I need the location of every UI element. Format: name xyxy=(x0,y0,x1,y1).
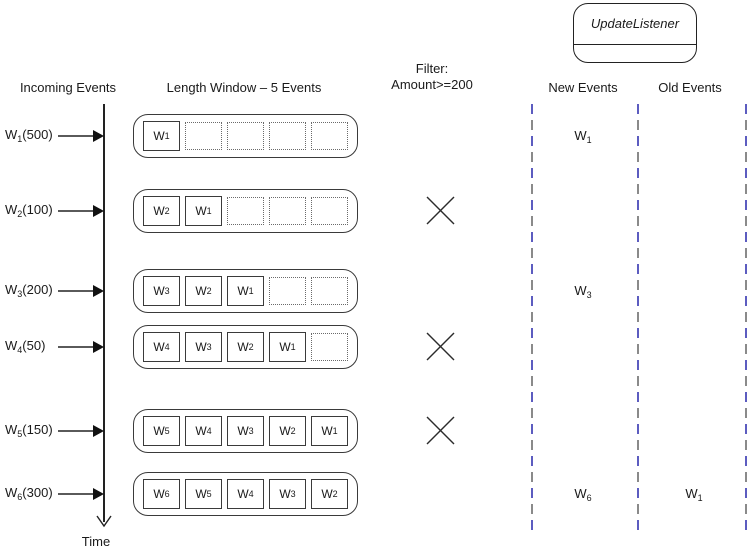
event-arrow-right-icon xyxy=(93,488,104,500)
window-slot-empty xyxy=(269,122,306,150)
update-listener-box: UpdateListener xyxy=(573,3,697,63)
update-listener-title: UpdateListener xyxy=(590,16,680,31)
filter-reject-x-icon xyxy=(424,194,457,227)
incoming-event-label: W5(150) xyxy=(5,422,53,439)
event-arrow-right-icon xyxy=(93,285,104,297)
dashed-separator-new-events xyxy=(531,104,533,530)
window-slot-empty xyxy=(185,122,222,150)
time-axis-label: Time xyxy=(81,534,111,549)
incoming-event-label: W3(200) xyxy=(5,282,53,299)
incoming-event-label: W6(300) xyxy=(5,485,53,502)
window-slot-empty xyxy=(269,197,306,225)
window-slot-empty xyxy=(269,277,306,305)
incoming-event-label: W1(500) xyxy=(5,127,53,144)
filter-reject-x-icon xyxy=(424,414,457,447)
new-event-label: W6 xyxy=(574,486,592,503)
event-arrow-right-icon xyxy=(93,205,104,217)
window-slot-empty xyxy=(311,333,348,361)
incoming-event-label: W4(50) xyxy=(5,338,46,355)
time-axis-line xyxy=(103,104,105,522)
window-slot-empty xyxy=(311,197,348,225)
new-event-label: W3 xyxy=(574,283,592,300)
event-arrow-shaft xyxy=(58,493,95,495)
header-length-window: Length Window – 5 Events xyxy=(166,80,322,95)
header-old-events: Old Events xyxy=(658,80,722,95)
old-event-label: W1 xyxy=(685,486,703,503)
header-filter-line1: Filter: xyxy=(415,61,449,76)
event-arrow-shaft xyxy=(58,290,95,292)
event-arrow-shaft xyxy=(58,210,95,212)
incoming-event-label: W2(100) xyxy=(5,202,53,219)
event-arrow-shaft xyxy=(58,430,95,432)
header-filter-line2: Amount>=200 xyxy=(391,77,473,92)
event-arrow-right-icon xyxy=(93,130,104,142)
event-arrow-shaft xyxy=(58,346,95,348)
event-arrow-right-icon xyxy=(93,425,104,437)
dashed-separator-old-events xyxy=(637,104,639,530)
window-slot-empty xyxy=(311,122,348,150)
window-slot-empty xyxy=(227,197,264,225)
window-slot-empty xyxy=(311,277,348,305)
header-filter: Filter: Amount>=200 xyxy=(372,61,492,93)
filter-reject-x-icon xyxy=(424,330,457,363)
window-slot-empty xyxy=(227,122,264,150)
header-incoming-events: Incoming Events xyxy=(19,80,117,95)
event-arrow-shaft xyxy=(58,135,95,137)
time-axis-arrow-down-icon xyxy=(96,515,112,528)
update-listener-divider xyxy=(574,44,696,45)
dashed-separator-right-edge xyxy=(745,104,747,530)
header-new-events: New Events xyxy=(548,80,618,95)
event-arrow-right-icon xyxy=(93,341,104,353)
new-event-label: W1 xyxy=(574,128,592,145)
